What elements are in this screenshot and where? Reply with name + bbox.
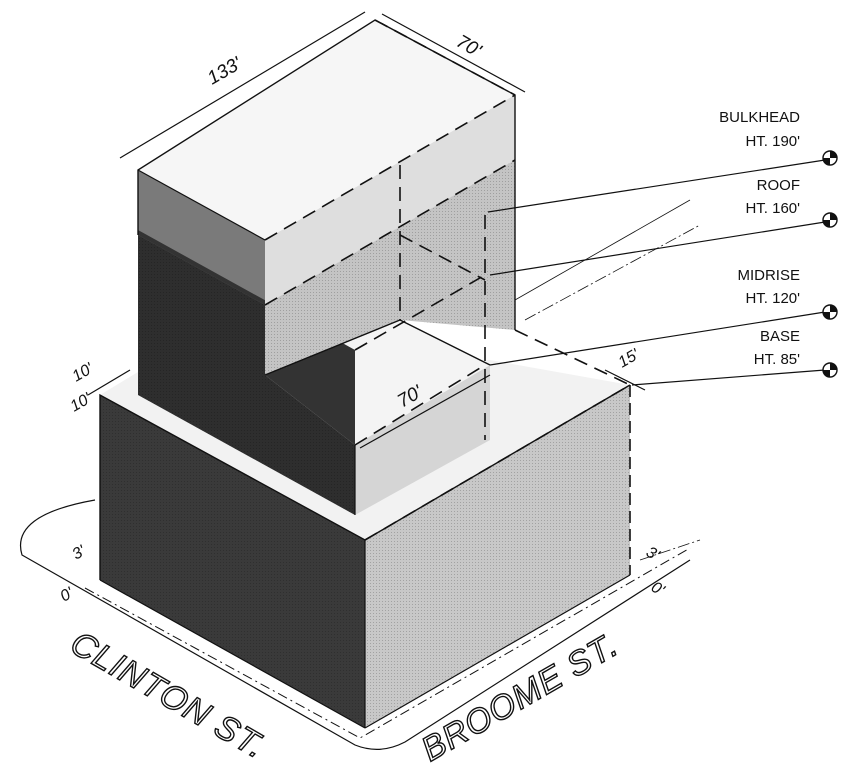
leader-roof (489, 221, 826, 276)
base-edges (99, 384, 631, 580)
dim-line-15 (604, 369, 646, 391)
dim-line-133 (119, 11, 366, 159)
dim-base-offset-right: 3' (643, 544, 663, 565)
datum-marker-midrise (822, 304, 838, 320)
hidden-diag-4 (354, 364, 486, 446)
hidden-diag-1 (399, 234, 486, 281)
dim-line-70-top (381, 13, 526, 93)
datum-marker-base (822, 362, 838, 378)
tower-back-dashed (374, 19, 516, 96)
base-bottom-right (364, 574, 631, 729)
tower-front-light (265, 95, 515, 305)
base-left-face-texture (100, 395, 365, 728)
dim-tower-width: 70' (453, 31, 486, 62)
sky-plane-line-1 (514, 199, 691, 301)
hidden-diag-5 (354, 274, 486, 351)
hidden-diag-3 (399, 319, 491, 366)
tower-dashed-top (264, 94, 516, 241)
hidden-diag-2 (264, 319, 401, 376)
tower-left-face (138, 170, 265, 305)
leader-bulkhead (487, 159, 826, 213)
leader-base (631, 369, 826, 386)
sky-plane-line-3 (639, 539, 701, 561)
level-roof-height: HT. 160' (745, 200, 800, 217)
base-front-dashed (364, 384, 631, 541)
dim-tower-length: 133' (204, 53, 246, 90)
sky-plane-line-2 (524, 224, 701, 321)
lot-outline (20, 499, 691, 750)
dim-zero-right: 0' (648, 579, 668, 600)
level-base-name: BASE (760, 328, 800, 345)
level-base-height: HT. 85' (754, 351, 800, 368)
level-bulkhead-height: HT. 190' (745, 133, 800, 150)
dim-line-70-mid (359, 374, 491, 449)
base-bottom-left (99, 579, 366, 729)
midrise-left-face-texture (138, 230, 355, 515)
tower-dashed-mid (264, 159, 516, 306)
dim-base-offset-left: 3' (70, 542, 90, 563)
tower-top-edge (137, 169, 266, 241)
datum-marker-roof (822, 212, 838, 228)
tower-left-lower-face (138, 230, 355, 445)
dim-setback-broome: 15' (616, 346, 643, 372)
tower-top-face (138, 20, 515, 240)
midrise-right-face (355, 365, 490, 515)
base-right-face-texture (365, 385, 630, 728)
level-midrise-name: MIDRISE (737, 267, 800, 284)
property-line (84, 547, 691, 739)
dim-setback-clinton-a: 10' (70, 360, 97, 386)
leader-midrise (489, 311, 826, 366)
dim-line-10 (87, 369, 131, 396)
level-midrise-height: HT. 120' (745, 290, 800, 307)
level-roof-name: ROOF (757, 177, 800, 194)
dim-zero-left: 0' (58, 584, 78, 605)
level-bulkhead-name: BULKHEAD (719, 109, 800, 126)
datum-marker-bulkhead (822, 150, 838, 166)
